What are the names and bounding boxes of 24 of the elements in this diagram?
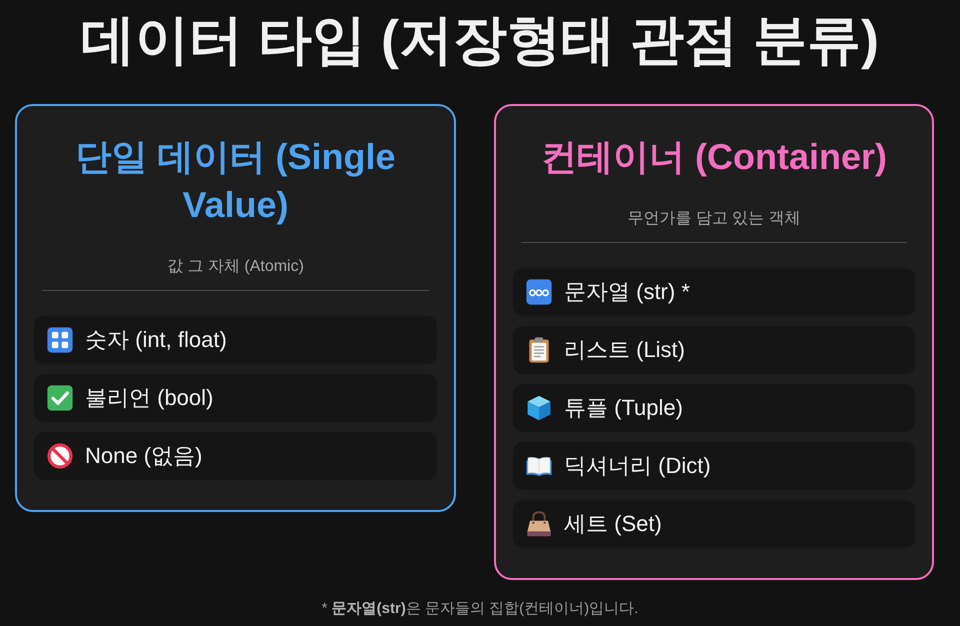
data-type-item (513, 384, 915, 432)
item-label: 리스트 (List) (564, 336, 685, 364)
data-type-item (513, 500, 915, 548)
item-label: None (없음) (85, 442, 202, 470)
data-type-item (513, 442, 915, 490)
category-panel (15, 104, 456, 512)
data-type-item (34, 432, 437, 480)
panel-heading: 컨테이너 (Container) (541, 135, 887, 179)
data-type-item (513, 326, 915, 374)
item-label: 문자열 (str) * (564, 278, 690, 306)
item-label: 딕셔너리 (Dict) (564, 452, 711, 480)
item-label: 불리언 (bool) (85, 384, 214, 412)
data-type-item (34, 374, 437, 422)
diagram-title: 데이터 타입 (저장형태 관점 분류) (81, 9, 879, 72)
category-panel (494, 104, 934, 580)
panel-subtitle: 무언가를 담고 있는 객체 (627, 209, 801, 229)
item-label: 숫자 (int, float) (85, 326, 227, 354)
footnote: *문자열(str)은 문자들의 집합(컨테이너)입니다. (322, 599, 638, 619)
item-label: 세트 (Set) (564, 510, 662, 538)
panel-subtitle: 값 그 자체 (Atomic) (167, 257, 304, 277)
item-label: 튜플 (Tuple) (564, 394, 683, 422)
panel-heading: 단일 데이터 (Single Value) (74, 135, 396, 227)
data-type-item (34, 316, 437, 364)
data-type-item (513, 268, 915, 316)
